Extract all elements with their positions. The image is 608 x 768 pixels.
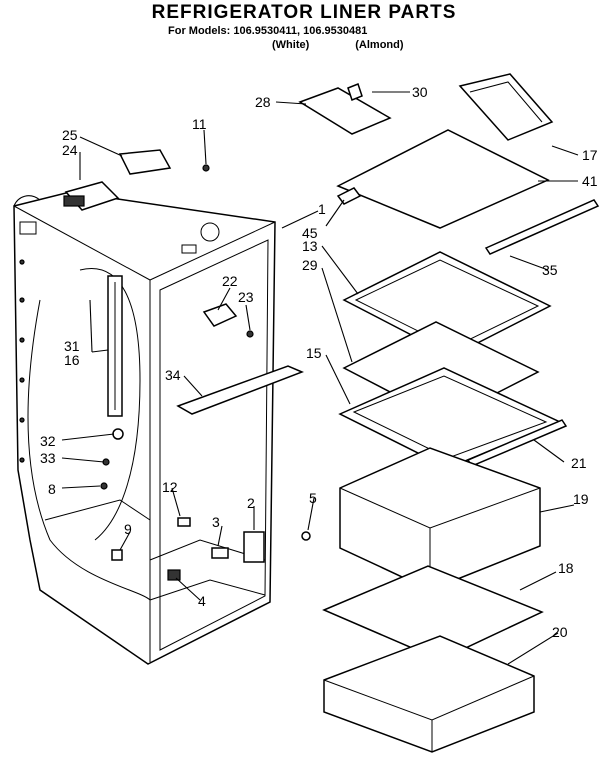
part-8 <box>100 482 108 490</box>
models-line: For Models: 106.9530411, 106.9530481 <box>168 25 368 37</box>
shelf-trim-45 <box>336 187 362 205</box>
callout-25: 25 <box>62 127 78 143</box>
callout-30: 30 <box>412 84 428 100</box>
callout-28: 28 <box>255 94 271 110</box>
variant-white: (White) <box>272 39 310 51</box>
glass-shelf-41 <box>336 129 550 229</box>
crisper-cover-18 <box>322 565 544 661</box>
callout-22: 22 <box>222 273 238 289</box>
callout-2: 2 <box>247 495 255 511</box>
callout-31: 31 <box>64 338 80 354</box>
cabinet-rivets <box>19 259 25 463</box>
liner-cabinet <box>13 191 276 665</box>
drawer-20 <box>323 635 535 753</box>
part-32 <box>112 428 124 440</box>
callout-29: 29 <box>302 257 318 273</box>
part-9 <box>111 549 123 561</box>
callout-labels: 30 28 11 25 24 17 41 1 45 13 35 29 22 23… <box>40 84 598 640</box>
callout-18: 18 <box>558 560 574 576</box>
callout-21: 21 <box>571 455 587 471</box>
part-12 <box>177 517 191 527</box>
leader-lines <box>61 91 579 665</box>
callout-32: 32 <box>40 433 56 449</box>
storage-bin-17 <box>458 73 554 141</box>
shelf-bracket-34 <box>176 365 304 415</box>
screw-11 <box>202 164 210 172</box>
callout-8: 8 <box>48 481 56 497</box>
model-variants: (White) (Almond) <box>272 39 450 51</box>
callout-1: 1 <box>318 201 326 217</box>
callout-16: 16 <box>64 352 80 368</box>
screw-23 <box>246 330 254 338</box>
diagram-title: REFRIGERATOR LINER PARTS <box>151 2 457 23</box>
callout-11: 11 <box>192 116 207 132</box>
callout-45: 45 <box>302 225 318 241</box>
callout-12: 12 <box>162 479 178 495</box>
callout-9: 9 <box>124 521 132 537</box>
callout-4: 4 <box>198 593 206 609</box>
callout-3: 3 <box>212 514 220 530</box>
light-shield-28 <box>298 87 392 135</box>
callout-41: 41 <box>582 173 598 189</box>
callout-23: 23 <box>238 289 254 305</box>
callout-33: 33 <box>40 450 56 466</box>
part-4 <box>167 569 181 581</box>
control-housing <box>63 149 172 211</box>
callout-13: 13 <box>302 238 318 254</box>
screw-5 <box>301 531 311 541</box>
clip-30 <box>347 83 363 101</box>
callout-35: 35 <box>542 262 558 278</box>
variant-almond: (Almond) <box>355 39 404 51</box>
part-2 <box>243 531 265 563</box>
part-3 <box>211 547 229 559</box>
callout-24: 24 <box>62 142 78 158</box>
callout-17: 17 <box>582 147 598 163</box>
bracket-22 <box>202 303 238 327</box>
callout-15: 15 <box>306 345 322 361</box>
callout-34: 34 <box>165 367 181 383</box>
callout-20: 20 <box>552 624 568 640</box>
callout-19: 19 <box>573 491 589 507</box>
shelf-trim-35 <box>484 199 600 255</box>
crisper-drawer-19 <box>339 447 541 591</box>
shelf-support-rail <box>107 275 123 417</box>
callout-5: 5 <box>309 490 317 506</box>
